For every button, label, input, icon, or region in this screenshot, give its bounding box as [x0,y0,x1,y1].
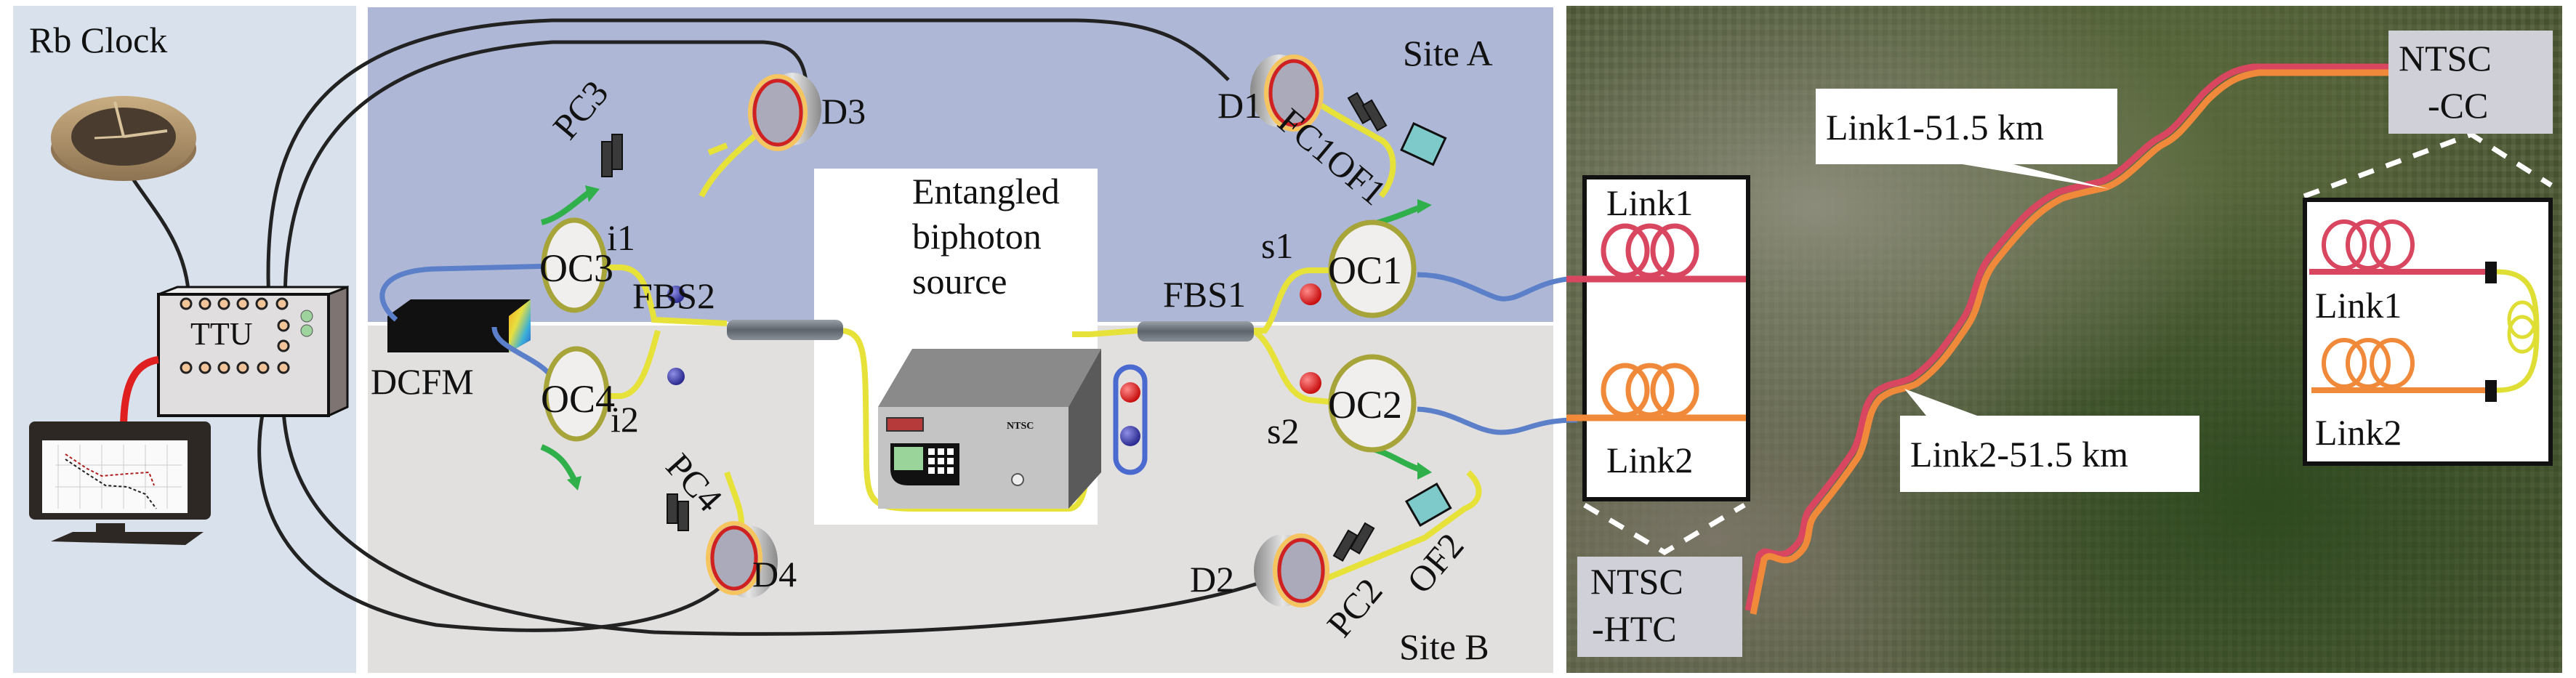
cable-ttu-d3 [283,40,809,304]
link2-distance-label: Link2-51.5 km [1910,434,2128,475]
idler-photon-i2-icon [667,368,685,385]
left-inset-link2-label: Link2 [1606,440,1694,480]
link1-route [1744,63,2391,611]
dcfm-module-icon [387,299,531,352]
cable-ttu-d1 [266,18,1230,304]
station-htc-line2: -HTC [1592,608,1677,649]
circulator-oc4-icon [543,346,610,442]
monitor-icon [29,421,211,545]
data-flow-arrow [120,356,159,429]
cable-clock-ttu [121,162,191,304]
idler-photon-i1-icon [667,286,685,303]
detector-d3-icon [748,73,821,151]
station-htc-line1: NTSC [1590,561,1683,602]
source-title-line3: source [912,261,1007,302]
detector-d1-label: D1 [1217,85,1263,126]
ttu-label: TTU [190,316,253,352]
left-inset-link1-label: Link1 [1606,182,1694,223]
detector-d3-label: D3 [821,91,866,132]
link2-route [1750,69,2391,615]
circulator-oc1-icon [1328,219,1417,318]
source-title-line1: Entangled [912,171,1060,211]
oc4-label: OC4 [541,377,616,421]
oc2-label: OC2 [1328,383,1403,427]
signal-cables [121,18,1284,636]
link1-distance-label: Link1-51.5 km [1826,107,2044,148]
optical-filter-icons [1400,122,1452,527]
right-inset-link1-label: Link1 [2315,285,2402,326]
right-inset-link2-label: Link2 [2315,412,2402,453]
source-title-line2: biphoton [912,216,1042,257]
signal-photon-s2-icon [1300,372,1321,394]
yellow-fibers [596,102,1482,583]
site-a-label: Site A [1403,33,1493,73]
arrow-head-icons [567,185,1432,491]
fbs2-label: FBS2 [632,275,715,316]
signal-photon-s1-icon [1300,283,1321,305]
polarization-controller-icons [601,92,1388,562]
dcfm-label: DCFM [371,361,474,402]
link2-callout-box [1900,416,2199,492]
fbs1-icon [1138,321,1254,342]
detector-icons [706,55,1329,608]
station-cc-line2: -CC [2428,85,2489,126]
link2-callout-tail [1904,389,1977,416]
circulator-icons [541,217,1417,453]
station-cc-box [2388,31,2553,134]
device-brand-label: NTSC [1007,421,1034,432]
link1-callout-box [1816,89,2117,164]
station-htc-box [1577,557,1742,657]
cable-ttu-d4 [257,410,736,632]
signal-s1-label: s1 [1261,225,1294,266]
detector-d2-icon [1254,533,1329,608]
detector-d2-label: D2 [1190,559,1235,600]
station-cc-line1: NTSC [2399,38,2492,78]
link-loopback-inset-right [2303,198,2553,466]
signal-s2-label: s2 [1267,411,1300,451]
idler-i2-label: i2 [611,399,639,440]
circulator-oc2-icon [1328,354,1417,453]
ttu-box-icon [157,285,349,418]
biphoton-source-device-icon [878,349,1148,509]
idler-i1-label: i1 [607,217,635,258]
detector-d4-icon [706,521,778,598]
fiber-route [1744,63,2391,615]
fbs2-icon [727,320,843,340]
zoom-indicator-lines [1583,132,2553,556]
rb-clock-label: Rb Clock [29,20,168,60]
detector-d4-label: D4 [752,554,797,594]
site-b-label: Site B [1399,626,1489,667]
cable-ttu-d2 [281,410,1284,636]
oc1-label: OC1 [1328,249,1403,292]
circulator-oc3-icon [541,217,608,313]
oc3-label: OC3 [539,246,614,290]
detector-d1-icon [1250,55,1324,132]
blue-fibers [379,263,1578,435]
link1-callout-tail [1963,164,2109,189]
rb-clock-icon [51,96,196,181]
fbs1-label: FBS1 [1163,274,1246,315]
